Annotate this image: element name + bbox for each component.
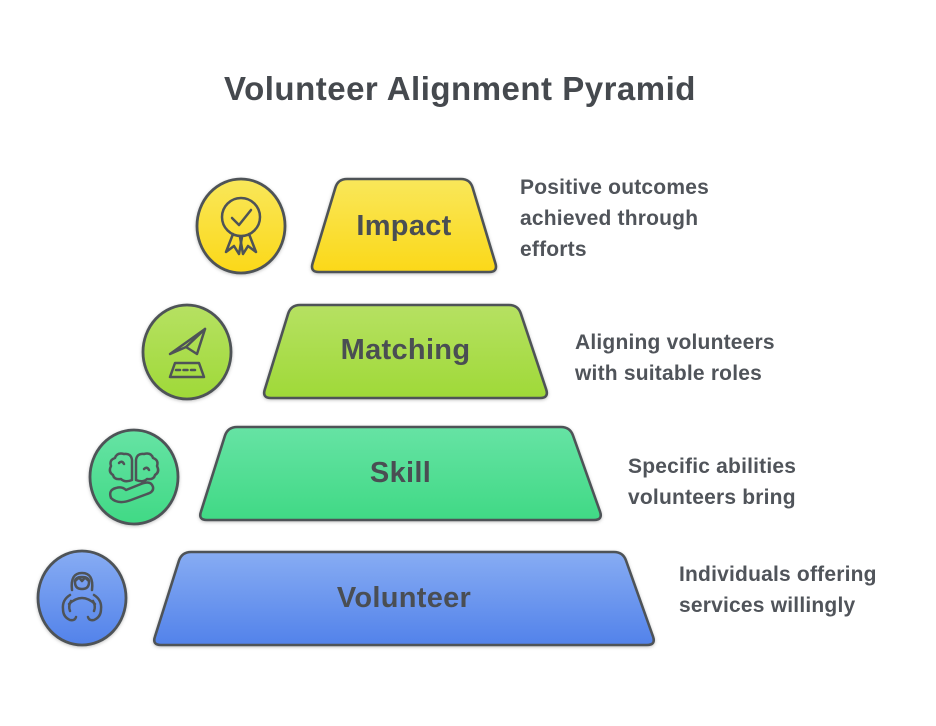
pyramid-level-shape-volunteer <box>152 550 656 647</box>
person-in-hands-icon <box>36 549 128 647</box>
level-label-matching: Matching <box>340 334 471 366</box>
pyramid-level-shape-skill <box>198 425 603 522</box>
level-description-matching: Aligning volunteers with suitable roles <box>575 331 775 385</box>
pyramid-level-shape-impact <box>310 177 498 274</box>
level-label-skill: Skill <box>369 457 432 489</box>
level-label-impact: Impact <box>356 210 452 242</box>
page-title: Volunteer Alignment Pyramid <box>224 70 696 107</box>
brain-in-hand-icon <box>88 428 180 526</box>
level-description-skill: Specific abilities volunteers bring <box>628 455 797 509</box>
plane-takeoff-icon <box>141 303 233 401</box>
level-description-volunteer: Individuals offering services willingly <box>679 563 877 617</box>
level-description-impact: Positive outcomes achieved through effor… <box>520 176 709 261</box>
award-medal-icon <box>195 177 287 275</box>
pyramid-level-shape-matching <box>262 303 549 400</box>
level-label-volunteer: Volunteer <box>336 582 472 614</box>
